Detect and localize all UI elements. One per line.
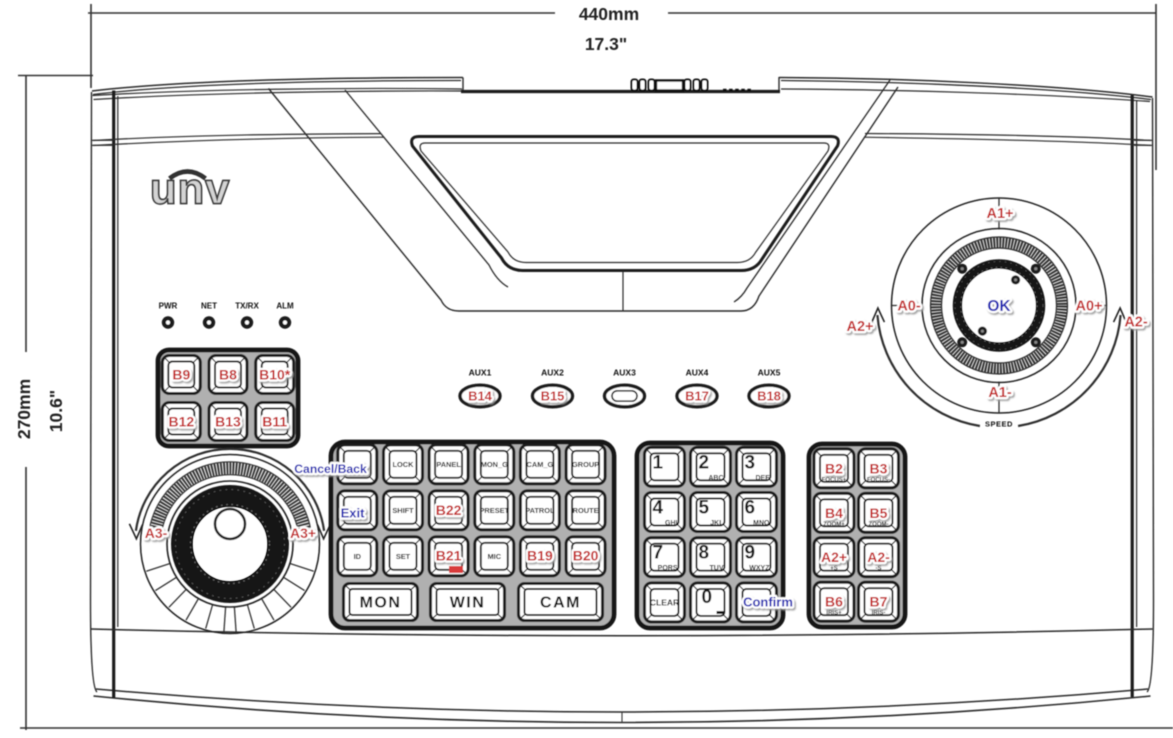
svg-text:B11: B11 [262,414,287,430]
svg-text:A3-: A3- [145,525,168,541]
svg-text:MIC: MIC [488,552,502,561]
svg-text:10.6": 10.6" [46,390,66,432]
svg-text:IRIS+: IRIS+ [826,611,842,617]
svg-text:CLEAR: CLEAR [650,598,679,608]
svg-text:B6: B6 [825,594,843,610]
svg-text:2: 2 [699,452,710,473]
svg-text:B9: B9 [172,367,190,383]
svg-text:CAM_G: CAM_G [527,460,554,469]
svg-text:PWR: PWR [159,302,178,311]
svg-text:PQRS: PQRS [658,565,678,572]
svg-text:NET: NET [201,302,217,311]
svg-text:-S: -S [876,566,882,572]
svg-text:SPEED: SPEED [985,420,1013,429]
svg-text:4: 4 [653,498,664,519]
svg-text:SET: SET [396,552,411,561]
svg-text:B7: B7 [870,594,888,610]
svg-text:B21: B21 [436,548,462,564]
svg-text:Cancel/Back: Cancel/Back [294,462,367,476]
svg-text:AUX5: AUX5 [758,368,781,378]
svg-text:PATROL: PATROL [525,506,555,515]
svg-text:B10*: B10* [259,367,291,383]
svg-text:A2-: A2- [1124,315,1148,331]
svg-text:B13: B13 [215,414,241,430]
svg-text:B4: B4 [825,505,843,521]
svg-text:TUV: TUV [710,565,724,572]
svg-text:A0+: A0+ [1075,299,1102,315]
svg-text:AUX1: AUX1 [469,368,492,378]
svg-text:B17: B17 [685,389,709,404]
svg-text:GHI: GHI [665,520,678,527]
svg-text:GROUP: GROUP [572,460,599,469]
svg-text:8: 8 [699,543,710,564]
svg-text:OK: OK [987,298,1011,315]
svg-text:SHIFT: SHIFT [392,506,414,515]
svg-text:B2: B2 [825,460,843,476]
svg-text:A0-: A0- [897,299,921,315]
svg-text:B8: B8 [219,367,237,383]
svg-text:WXYZ: WXYZ [749,565,770,572]
svg-text:7: 7 [653,543,664,564]
svg-text:5: 5 [699,498,710,519]
svg-text:PRESET: PRESET [480,506,510,515]
svg-text:LOCK: LOCK [393,460,415,469]
svg-text:AUX3: AUX3 [613,368,636,378]
svg-text:17.3": 17.3" [585,34,627,54]
svg-text:B12: B12 [168,414,194,430]
svg-text:MNO: MNO [753,520,770,527]
svg-text:DEF: DEF [756,475,771,482]
svg-text:ZOOM+: ZOOM+ [823,522,845,528]
svg-text:0: 0 [702,587,713,608]
svg-text:PANEL: PANEL [436,460,461,469]
svg-text:A2+: A2+ [846,319,873,335]
svg-text:IRIS-: IRIS- [872,611,886,617]
svg-text:3: 3 [745,452,756,473]
svg-text:6: 6 [745,498,756,519]
svg-text:B15: B15 [541,389,565,404]
svg-text:FOCUS+: FOCUS+ [822,477,847,483]
svg-text:ROUTE: ROUTE [573,506,599,515]
svg-text:JKL: JKL [710,520,724,527]
svg-text:9: 9 [745,543,756,564]
svg-text:A3+: A3+ [290,525,316,541]
svg-text:A2+: A2+ [821,549,847,565]
svg-text:AUX2: AUX2 [541,368,564,378]
svg-text:B20: B20 [573,548,599,564]
svg-text:A1-: A1- [988,385,1012,401]
svg-text:MON_G: MON_G [481,460,508,469]
svg-text:Confirm: Confirm [743,595,793,610]
svg-text:A2-: A2- [867,549,890,565]
svg-text:WIN: WIN [450,595,486,612]
svg-text:B3: B3 [870,460,888,476]
svg-text:A1+: A1+ [986,206,1013,222]
svg-text:ALM: ALM [276,302,294,311]
svg-text:ID: ID [354,552,362,561]
svg-text:CAM: CAM [540,595,581,612]
svg-text:ZOOM-: ZOOM- [869,522,889,528]
svg-text:B22: B22 [436,502,462,518]
svg-text:B19: B19 [527,548,553,564]
svg-text:B5: B5 [870,505,888,521]
svg-text:440mm: 440mm [579,4,639,24]
svg-text:B14: B14 [468,389,493,404]
svg-text:Exit: Exit [341,506,366,521]
svg-text:MON: MON [360,595,402,612]
svg-text:270mm: 270mm [14,379,34,439]
svg-text:FOCUS-: FOCUS- [867,477,890,483]
svg-text:+S: +S [830,566,838,572]
svg-text:1: 1 [653,452,664,473]
svg-text:TX/RX: TX/RX [235,302,259,311]
svg-text:B18: B18 [757,389,781,404]
svg-text:AUX4: AUX4 [686,368,709,378]
svg-text:ABC: ABC [708,475,723,482]
